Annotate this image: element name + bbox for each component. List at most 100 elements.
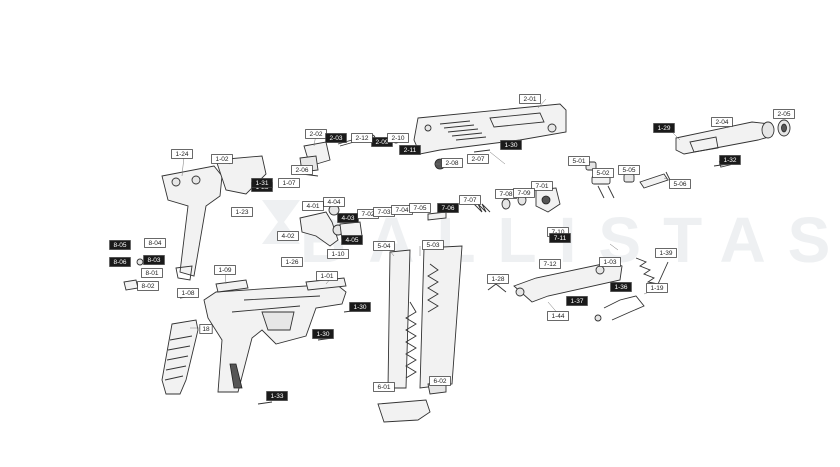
part-label-box [316, 271, 338, 281]
part-label-box [177, 288, 199, 298]
part-label-box [773, 109, 795, 119]
part-label-box [323, 197, 345, 207]
part-label-box [610, 282, 632, 292]
part-label-l-1-37: 1-37 [566, 296, 588, 306]
part-label-box [531, 181, 553, 191]
part-label-l-1-02: 1-02 [211, 154, 233, 164]
part-label-box [199, 324, 213, 334]
part-labels: 2-012-022-032-042-052-062-072-082-092-10… [109, 94, 795, 401]
part-label-l-8-02: 8-02 [137, 281, 159, 291]
part-label-box [437, 203, 459, 213]
part-label-text: 6-02 [433, 378, 446, 385]
part-label-l-5-06: 5-06 [669, 179, 691, 189]
part-label-l-1-23: 1-23 [231, 207, 253, 217]
guide-rod-part [639, 171, 673, 189]
part-label-l-4-04: 4-04 [323, 197, 345, 207]
part-label-text: 7-07 [463, 197, 476, 204]
part-label-l-2-10: 2-10 [387, 133, 409, 143]
part-label-l-7-07: 7-07 [459, 195, 481, 205]
part-label-text: 8-01 [145, 270, 158, 277]
part-label-box [719, 155, 741, 165]
part-label-text: 1-26 [285, 259, 298, 266]
part-label-text: 1-37 [570, 298, 583, 305]
part-label-box [599, 257, 621, 267]
part-label-box [171, 149, 193, 159]
part-label-box [109, 240, 131, 250]
part-label-l-7-09: 7-09 [513, 188, 535, 198]
part-label-l-1-30a: 1-30 [500, 140, 522, 150]
part-label-text: 7-01 [535, 183, 548, 190]
part-label-text: 5-02 [596, 170, 609, 177]
part-label-box [500, 140, 522, 150]
part-label-text: 4-02 [281, 233, 294, 240]
part-label-box [711, 117, 733, 127]
part-label-l-2-07: 2-07 [467, 154, 489, 164]
part-label-text: 1-30 [504, 142, 517, 149]
part-label-l-1-08: 1-08 [177, 288, 199, 298]
part-label-box [467, 154, 489, 164]
trigger-mechanism-part [161, 155, 267, 281]
part-label-box [373, 382, 395, 392]
part-label-text: 5-04 [377, 243, 390, 250]
part-label-text: 1-39 [659, 250, 672, 257]
sear-small-parts [117, 243, 193, 299]
part-label-l-1-33: 1-33 [266, 391, 288, 401]
part-label-text: 2-02 [309, 131, 322, 138]
part-label-text: 4-01 [306, 203, 319, 210]
part-label-l-6-02: 6-02 [429, 376, 451, 386]
part-label-box [109, 257, 131, 267]
part-label-l-8-06: 8-06 [109, 257, 131, 267]
part-label-box [566, 296, 588, 306]
part-label-text: 7-08 [499, 191, 512, 198]
part-label-text: 5-01 [572, 158, 585, 165]
part-label-l-4-03: 4-03 [337, 213, 359, 223]
part-label-box [646, 283, 668, 293]
magazine-body-part [387, 245, 463, 389]
part-label-box [669, 179, 691, 189]
part-label-box [653, 123, 675, 133]
part-label-box [429, 376, 451, 386]
part-label-text: 1-32 [723, 157, 736, 164]
frame-part [203, 283, 347, 393]
part-label-box [291, 165, 313, 175]
part-label-text: 8-06 [113, 259, 126, 266]
part-label-text: 5-05 [622, 167, 635, 174]
part-label-text: 1-24 [175, 151, 188, 158]
part-label-text: 7-09 [517, 190, 530, 197]
part-label-box [519, 94, 541, 104]
part-label-text: 4-05 [345, 237, 358, 244]
part-label-text: 4-04 [327, 199, 340, 206]
part-label-l-4-02: 4-02 [277, 231, 299, 241]
part-label-text: 1-01 [320, 273, 333, 280]
part-label-l-5-03: 5-03 [422, 240, 444, 250]
part-label-l-2-06: 2-06 [291, 165, 313, 175]
part-label-l-5-04: 5-04 [373, 241, 395, 251]
part-label-l-1-31: 1-31 [251, 178, 273, 188]
part-label-l-5-05: 5-05 [618, 165, 640, 175]
part-label-l-2-04: 2-04 [711, 117, 733, 127]
part-label-l-1-39: 1-39 [655, 248, 677, 258]
part-label-text: 7-03 [377, 209, 390, 216]
part-label-box [312, 329, 334, 339]
part-label-l-2-02: 2-02 [305, 129, 327, 139]
part-label-l-1-29: 1-29 [653, 123, 675, 133]
part-label-text: 4-03 [341, 215, 354, 222]
part-label-box [618, 165, 640, 175]
safety-lever-part [487, 257, 669, 322]
part-label-text: 18 [202, 326, 210, 333]
part-label-l-2-03: 2-03 [325, 133, 347, 143]
part-label-l-1-07: 1-07 [278, 178, 300, 188]
part-label-l-1-24: 1-24 [171, 149, 193, 159]
part-label-text: 1-02 [215, 156, 228, 163]
part-label-l-2-12: 2-12 [351, 133, 373, 143]
part-label-box [266, 391, 288, 401]
part-label-box [137, 281, 159, 291]
part-label-text: 7-12 [543, 261, 556, 268]
part-label-box [655, 248, 677, 258]
part-label-box [341, 235, 363, 245]
part-label-box [141, 268, 163, 278]
part-label-box [214, 265, 236, 275]
part-label-text: 7-05 [413, 205, 426, 212]
part-label-box [459, 195, 481, 205]
